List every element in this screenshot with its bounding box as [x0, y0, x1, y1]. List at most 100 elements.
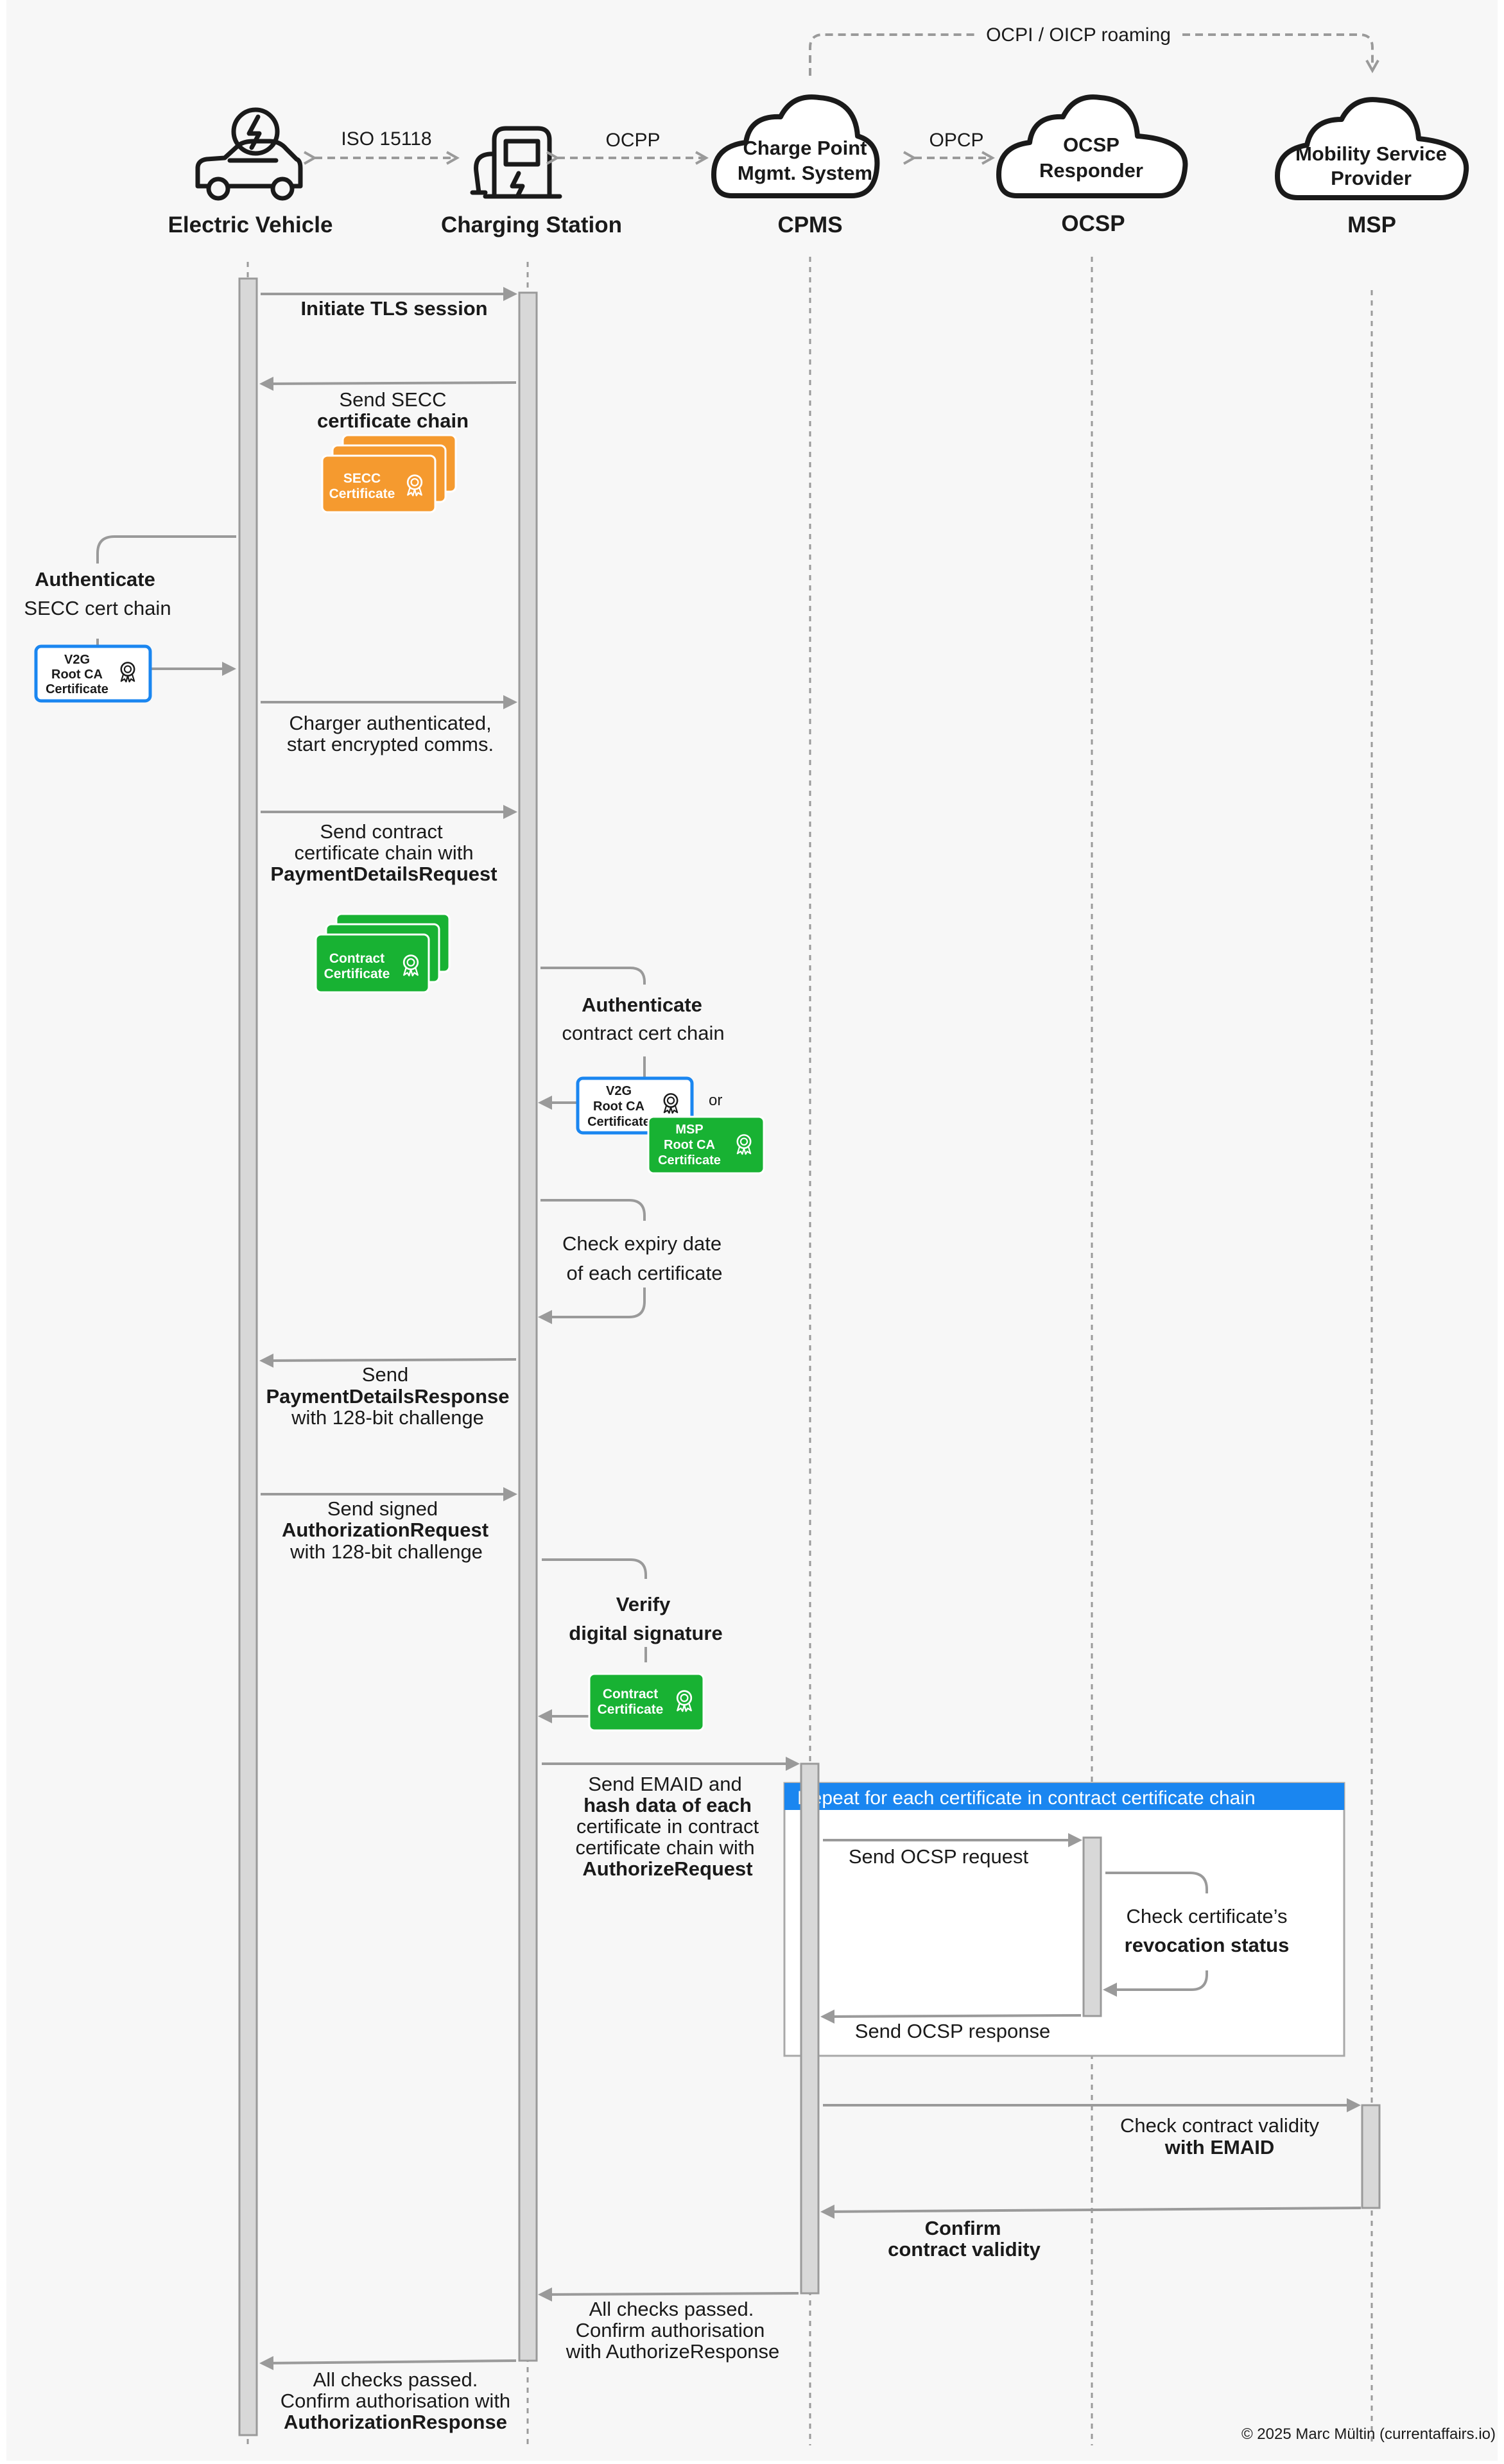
msg-14-line2: Confirm authorisation [576, 2319, 765, 2341]
msp-root-ca-certificate: MSP Root CA Certificate [647, 1116, 765, 1175]
roaming-connector-right [1182, 33, 1372, 71]
activation-msp [1361, 2104, 1381, 2209]
v2g-cs-line3: Certificate [587, 1115, 650, 1129]
msg-15-line1: All checks passed. [313, 2368, 478, 2391]
contract-certificate-verify: Contract Certificate [588, 1673, 705, 1732]
roaming-connector-left [809, 33, 974, 76]
bracket-expiry-bottom [538, 1288, 646, 1324]
ocsp-cloud-line2: Responder [1039, 159, 1143, 182]
activation-bars [238, 277, 1381, 2436]
arrow-m11 [820, 2009, 1082, 2024]
arrow-m15 [259, 2356, 517, 2370]
contract-verify-line2: Certificate [598, 1702, 664, 1717]
msg-12-line1: Check contract validity [1120, 2114, 1320, 2137]
actor-label-cpms: CPMS [777, 212, 842, 237]
msp-root-line3: Certificate [658, 1153, 721, 1167]
message-arrows [96, 287, 1361, 2370]
v2g-cs-line2: Root CA [593, 1099, 644, 1114]
secc-certificate-stack: SECC Certificate [321, 434, 457, 513]
message-labels: Initiate TLS session Send SECC certifica… [24, 297, 1319, 2433]
bracket-verify [542, 1558, 647, 1579]
contract-certificate-stack: Contract Certificate [315, 913, 451, 994]
verify-line2: digital signature [569, 1622, 722, 1644]
msg-6-line1: Send [362, 1363, 408, 1386]
activation-cs [518, 291, 538, 2362]
msg-4-line2: certificate chain with [294, 841, 473, 864]
msg-15-line2: Confirm authorisation with [281, 2390, 510, 2412]
actor-label-ev: Electric Vehicle [168, 212, 333, 237]
ocsp-cloud-icon: OCSP Responder [996, 94, 1188, 198]
auth-contract-title: Authenticate [582, 994, 702, 1016]
protocol-iso15118: ISO 15118 [341, 128, 431, 150]
msg-8-line4: certificate chain with [575, 1836, 754, 1859]
v2g-ev-line1: V2G [64, 653, 90, 667]
cpms-cloud-line2: Mgmt. System [738, 162, 872, 184]
repeat-loop-box: Repeat for each certificate in contract … [783, 1782, 1345, 2057]
actor-label-ocsp: OCSP [1061, 211, 1125, 236]
msp-cloud-line1: Mobility Service [1295, 142, 1447, 165]
cpms-cloud-icon: Charge Point Mgmt. System [711, 94, 880, 198]
activation-ev [238, 277, 258, 2436]
msg-4-line3: PaymentDetailsRequest [270, 863, 497, 885]
activation-ocsp [1082, 1836, 1102, 2017]
msg-1: Initiate TLS session [300, 297, 487, 320]
msg-9: Send OCSP request [849, 1845, 1029, 1868]
footer-copyright: © 2025 Marc Mültin (currentaffairs.io) [1241, 2425, 1496, 2443]
secc-cert-line1: SECC [343, 471, 381, 486]
bracket-revocation-bottom [1103, 1970, 1208, 1997]
auth-secc-title: Authenticate [35, 568, 155, 590]
msp-cloud-line2: Provider [1331, 167, 1412, 189]
msg-5-line2: of each certificate [567, 1262, 723, 1284]
msg-2-line2: certificate chain [317, 409, 469, 432]
contract-cert-line1: Contract [329, 951, 385, 966]
msg-6-line2: PaymentDetailsResponse [266, 1385, 509, 1408]
msg-7-line3: with 128-bit challenge [290, 1540, 483, 1563]
msg-13-line1: Confirm [925, 2217, 1001, 2239]
verify-line1: Verify [616, 1593, 671, 1615]
protocol-ocpp: OCPP [605, 130, 660, 151]
v2g-cs-line1: V2G [606, 1084, 632, 1098]
repeat-loop-label: Repeat for each certificate in contract … [797, 1788, 1256, 1809]
msg-2-line1: Send SECC [339, 388, 446, 411]
or-label: or [709, 1092, 722, 1109]
secc-cert-line2: Certificate [329, 487, 395, 501]
msg-8-line2: hash data of each [583, 1794, 752, 1816]
protocol-connectors [315, 33, 1372, 158]
msp-cloud-icon: Mobility Service Provider [1275, 97, 1469, 200]
contract-cert-line2: Certificate [324, 967, 390, 981]
protocol-opcp: OPCP [929, 130, 983, 151]
msg-3-line1: Charger authenticated, [289, 712, 491, 734]
bracket-revocation-top [1105, 1872, 1208, 1893]
msg-6-line3: with 128-bit challenge [291, 1406, 484, 1429]
arrow-m6 [259, 1353, 517, 1368]
v2g-ev-line3: Certificate [46, 682, 108, 696]
msg-7-line1: Send signed [327, 1497, 438, 1520]
msg-8-line5: AuthorizeRequest [582, 1857, 752, 1880]
bracket-auth-secc [96, 535, 236, 564]
electric-vehicle-icon [195, 107, 303, 201]
v2g-root-ca-certificate-ev: V2G Root CA Certificate [34, 644, 152, 703]
auth-secc-sub: SECC cert chain [24, 597, 171, 619]
msg-3-line2: start encrypted comms. [287, 733, 494, 755]
arrow-m2 [259, 376, 517, 391]
ocsp-cloud-line1: OCSP [1063, 134, 1119, 156]
actor-label-msp: MSP [1347, 212, 1396, 237]
page-background [6, 0, 1498, 2461]
contract-verify-line1: Contract [603, 1687, 658, 1702]
msg-10-line2: revocation status [1125, 1934, 1290, 1956]
activation-cpms [800, 1762, 820, 2295]
cpms-cloud-line1: Charge Point [743, 137, 867, 159]
bracket-expiry-top [540, 1199, 646, 1221]
arrow-m13 [820, 2204, 1361, 2219]
msg-5-line1: Check expiry date [562, 1232, 722, 1255]
msg-12-line2: with EMAID [1164, 2136, 1275, 2158]
charging-station-icon [470, 126, 562, 199]
msg-8-line3: certificate in contract [576, 1815, 759, 1838]
msg-7-line2: AuthorizationRequest [282, 1519, 488, 1541]
msg-11: Send OCSP response [855, 2020, 1050, 2042]
msg-14-line3: with AuthorizeResponse [566, 2340, 780, 2363]
msg-10-line1: Check certificate’s [1127, 1905, 1288, 1927]
msg-4-line1: Send contract [320, 820, 443, 843]
protocol-roaming: OCPI / OICP roaming [986, 24, 1171, 46]
